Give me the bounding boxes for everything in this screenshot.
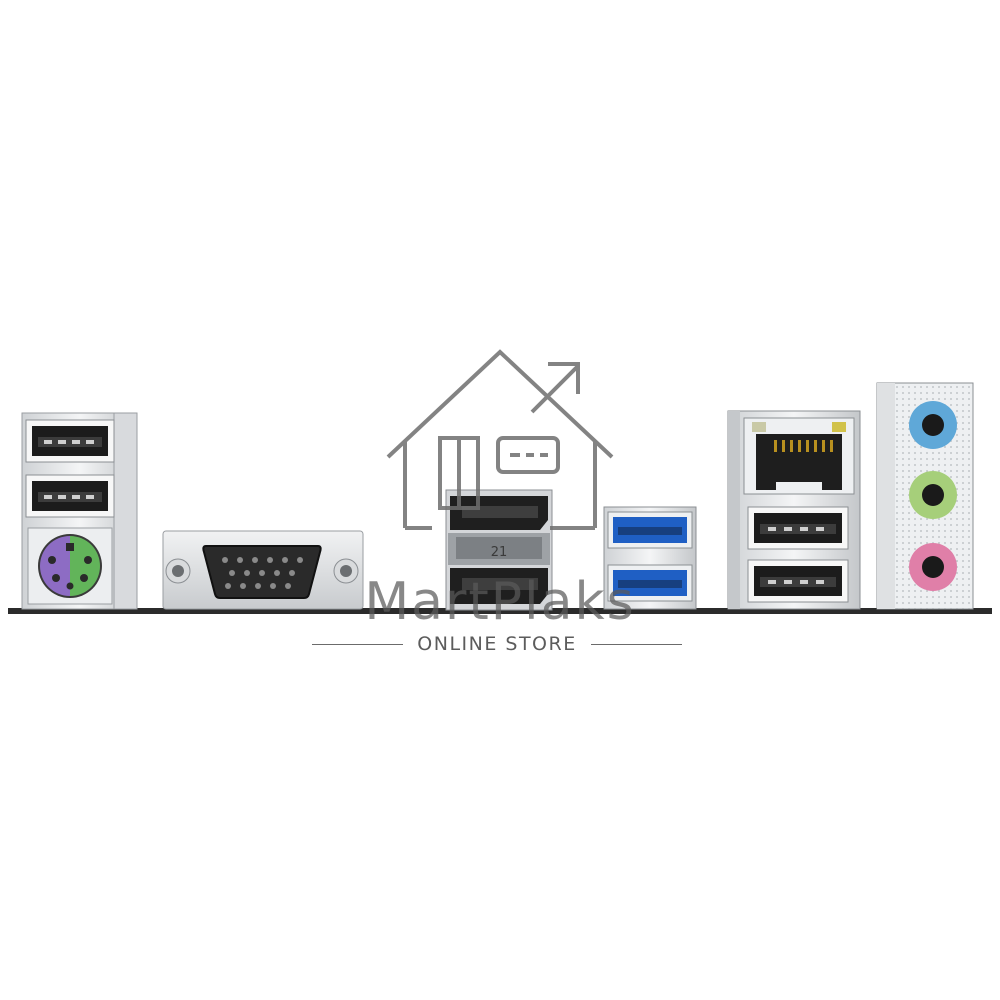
tagline-divider-right	[590, 643, 683, 645]
usb2-port	[747, 559, 849, 603]
audio-jack-line-in	[909, 401, 957, 449]
displayport-stack: 21	[445, 489, 553, 611]
ethernet-port	[743, 417, 855, 495]
ps2-port	[27, 527, 113, 605]
usb3-port	[607, 511, 693, 549]
board-edge	[8, 608, 992, 614]
usb2-port	[25, 474, 115, 518]
vga-port	[162, 530, 364, 610]
audio-jack-stack	[876, 382, 974, 610]
audio-jack-line-out	[909, 471, 957, 519]
usb2-port	[25, 419, 115, 463]
displayport-marking: 21	[491, 545, 508, 560]
usb3-port	[607, 564, 693, 602]
watermark-tagline: ONLINE STORE	[417, 633, 577, 655]
house-with-arrow-icon	[386, 349, 614, 530]
audio-jack-mic	[909, 543, 957, 591]
tagline-divider-left	[312, 643, 404, 645]
usb-ps2-stack	[21, 412, 138, 610]
watermark-tagline-row: ONLINE STORE	[312, 632, 683, 656]
lan-usb-stack	[727, 410, 861, 610]
usb2-port	[747, 506, 849, 550]
usb3-stack	[603, 506, 697, 610]
